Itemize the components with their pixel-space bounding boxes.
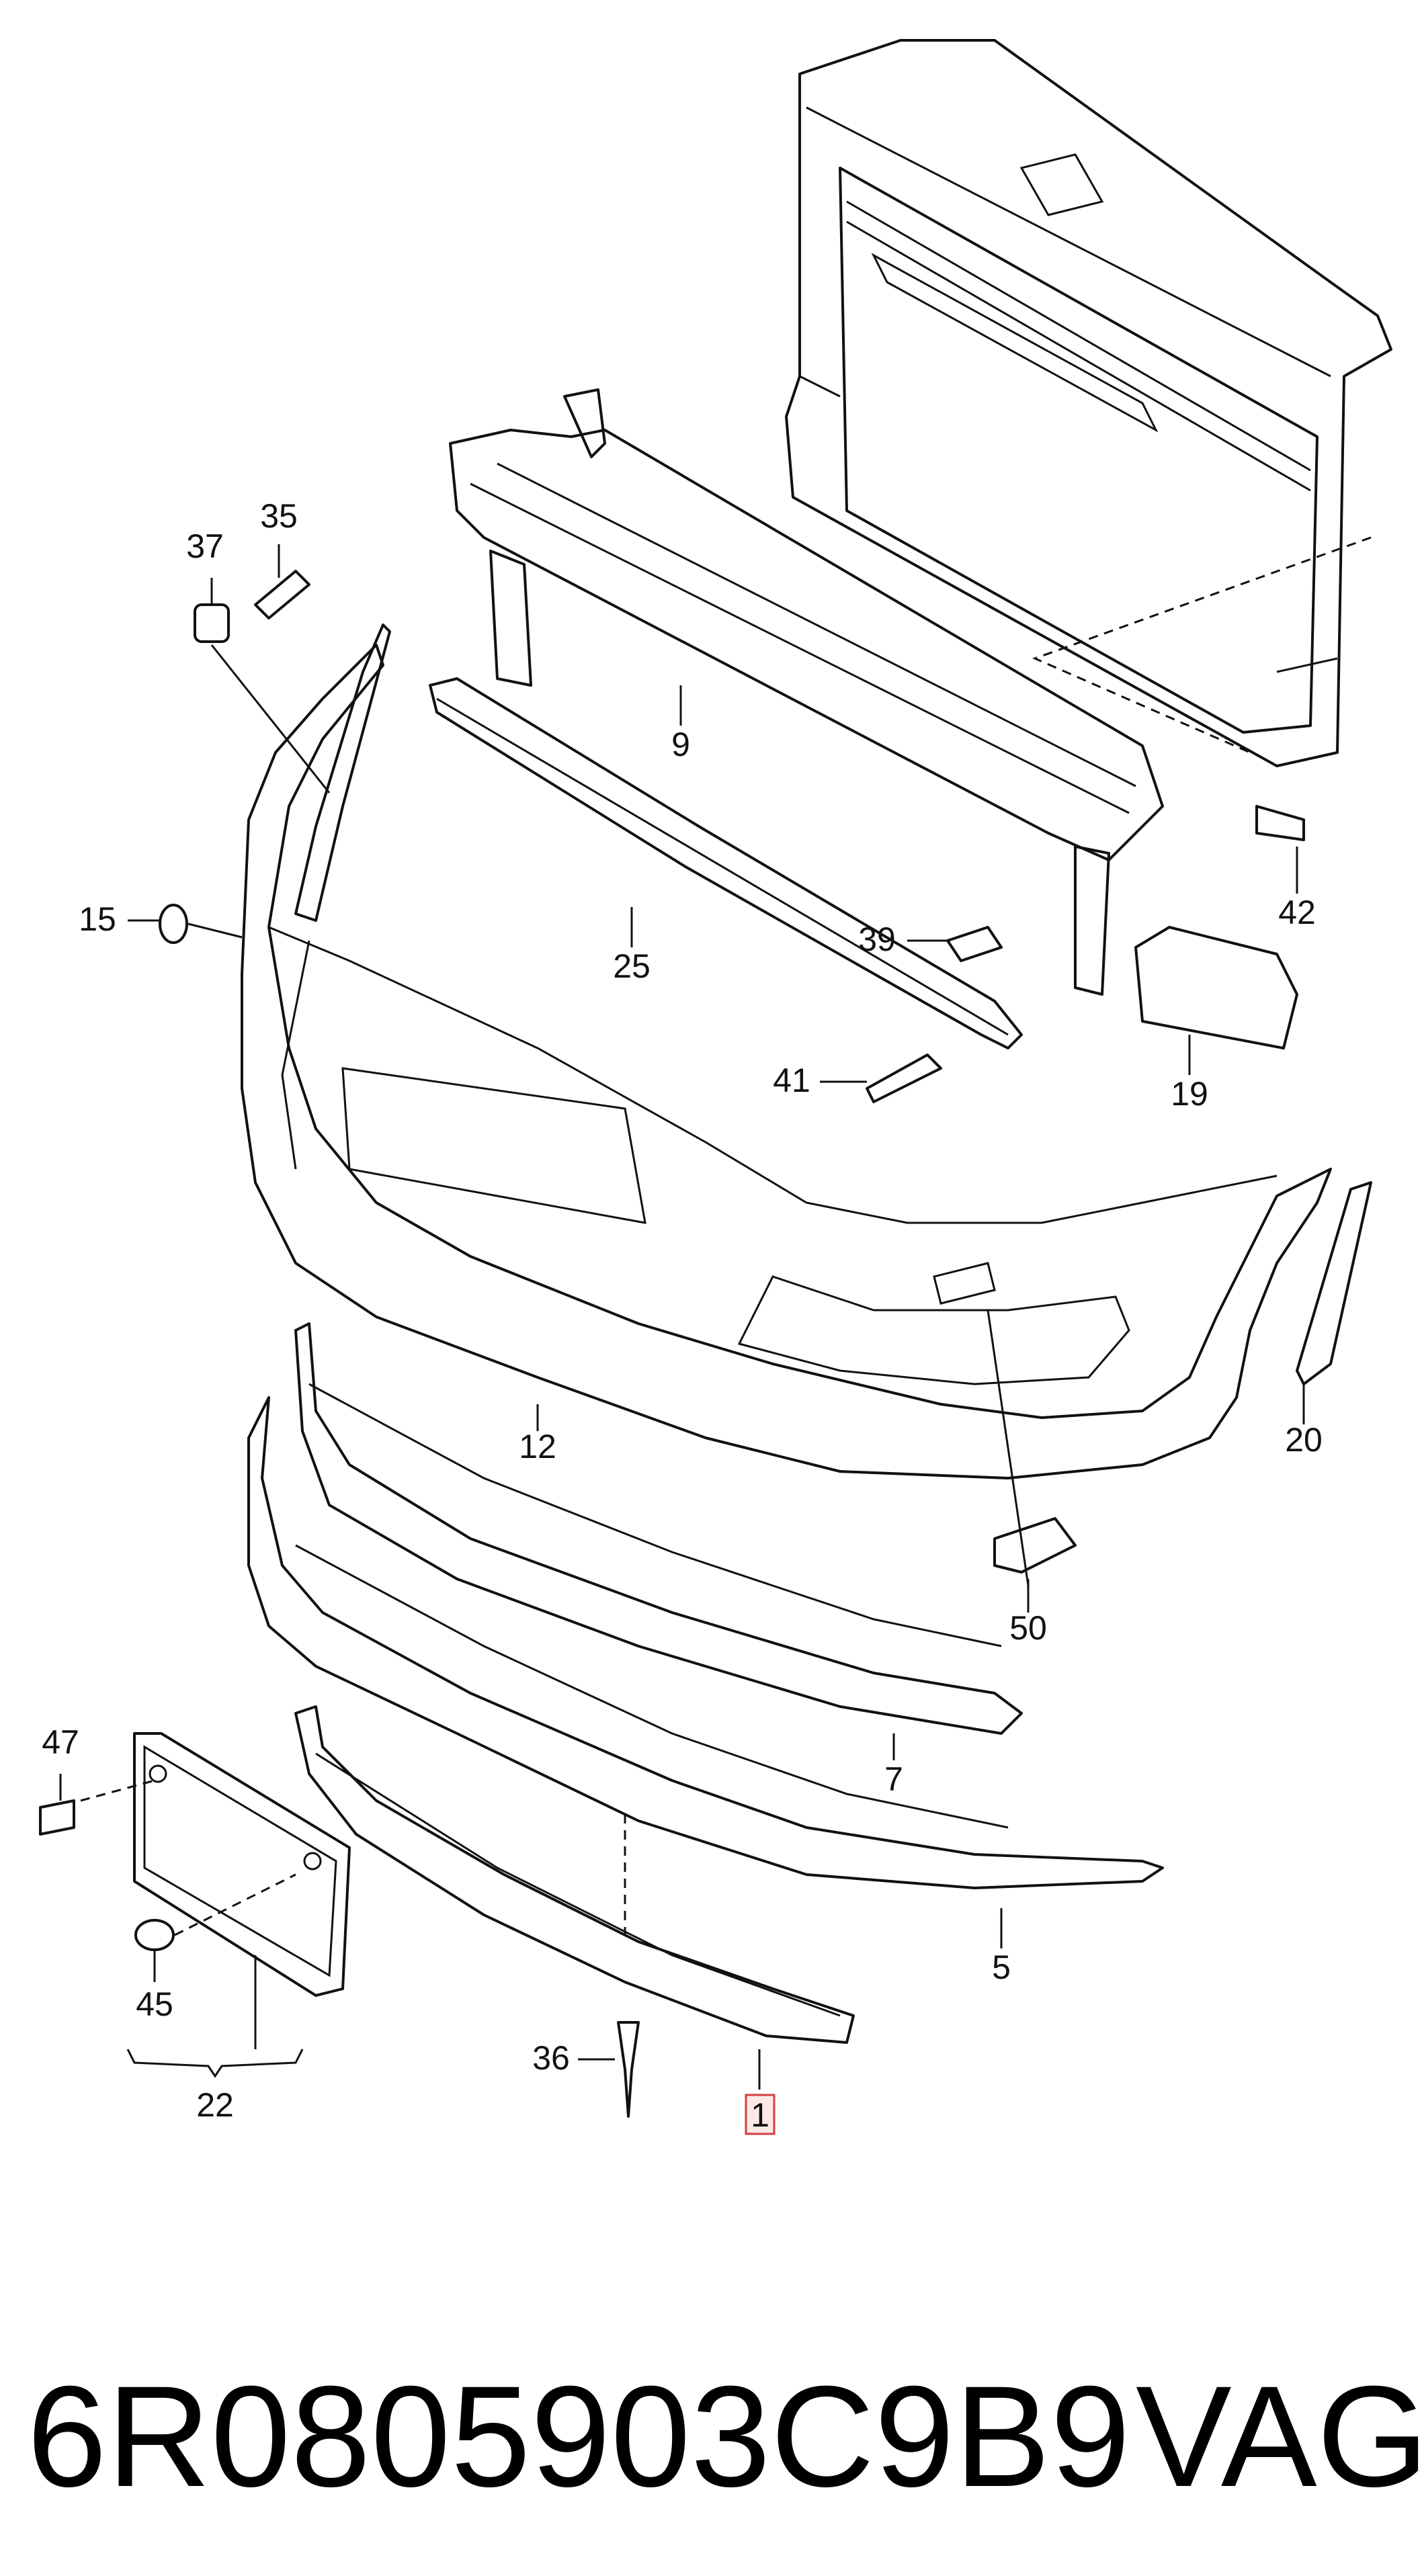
callout-45: 45 (136, 1985, 173, 2023)
clip-15 (159, 904, 188, 944)
lower-trim-strip (294, 1705, 855, 2044)
callout-47: 47 (42, 1723, 79, 1761)
callout-37: 37 (186, 527, 224, 565)
callout-22: 22 (196, 2086, 234, 2124)
screw-39 (946, 926, 1003, 962)
callout-35: 35 (260, 497, 298, 535)
side-marker-trim (1296, 1181, 1372, 1385)
bumper-reinforcement-bar (449, 388, 1164, 996)
radiator-support-frame (785, 39, 1392, 767)
deflector-19 (1134, 926, 1298, 1049)
callout-1: 1 (751, 2096, 769, 2134)
callout-12: 12 (519, 1428, 556, 1465)
callout-20: 20 (1285, 1421, 1323, 1459)
callout-25: 25 (613, 947, 651, 985)
callout-9: 9 (671, 726, 690, 763)
rivet-47 (39, 1799, 75, 1836)
brand-label: VAG (1136, 2356, 1422, 2517)
callout-50: 50 (1009, 1609, 1047, 1647)
clip-45 (134, 1919, 175, 1951)
bumper-cover (241, 644, 1332, 1479)
screw-41 (866, 1054, 942, 1103)
license-plate-holder (133, 1732, 351, 1997)
impact-absorber-strip (429, 677, 1023, 1049)
callout-42: 42 (1278, 894, 1316, 931)
washer-cover-cap (993, 1517, 1077, 1574)
part-number: 6R0805903C9B9 (27, 2356, 1130, 2517)
rivet-36 (617, 2021, 640, 2118)
callout-41: 41 (773, 1062, 810, 1099)
bumper-guide-left (294, 624, 391, 922)
callout-39: 39 (858, 920, 896, 958)
callout-5: 5 (992, 1948, 1011, 1986)
callout-36: 36 (532, 2039, 570, 2077)
callout-7: 7 (884, 1760, 903, 1798)
front-spoiler (247, 1396, 1164, 1889)
fastener-37 (194, 603, 230, 643)
fastener-35 (254, 570, 310, 619)
callout-15: 15 (79, 900, 116, 938)
bolt-42 (1255, 805, 1305, 841)
callout-19: 19 (1171, 1075, 1208, 1113)
lower-grille-trim (294, 1322, 1023, 1735)
callout-1-highlighted: 1 (745, 2094, 776, 2135)
